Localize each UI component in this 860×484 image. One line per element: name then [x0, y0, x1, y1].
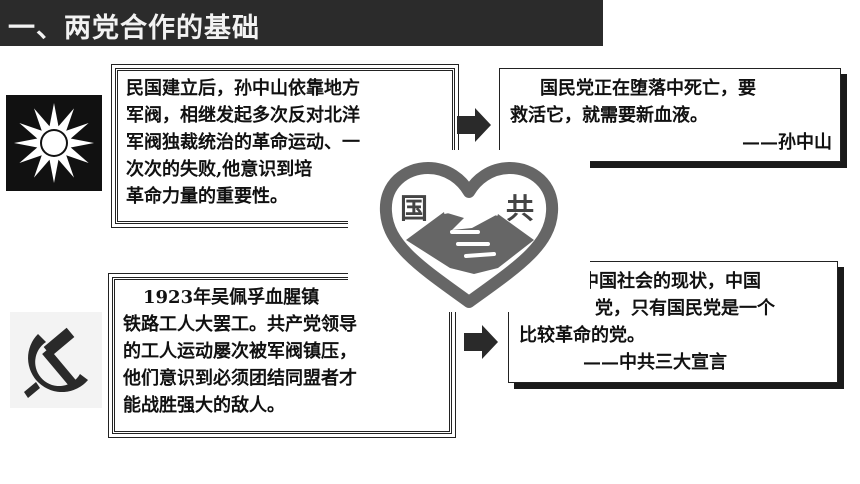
logo-char-guo: 国: [400, 192, 429, 225]
kmt-sun-emblem-icon: [6, 95, 102, 191]
kmt-quote-box: 国民党正在堕落中死亡，要 救活它，就需要新血液。 ——孙中山: [499, 68, 841, 162]
ccp-history-line: 能战胜强大的敌人。: [123, 395, 285, 416]
kmt-history-line: 军阀独裁统治的革命运动、一: [126, 132, 360, 153]
kmt-quote-line: 国民党正在堕落中死亡，要: [540, 78, 756, 99]
handshake-heart-icon: [348, 150, 590, 312]
kmt-history-line: 次次的失败,他意识到培: [126, 159, 313, 180]
ccp-history-line: 的工人运动屡次被军阀镇压，: [123, 341, 357, 362]
ccp-quote-line: 比较革命的党。: [519, 325, 645, 346]
ccp-history-line: 铁路工人大罢工。共产党领导: [123, 314, 357, 335]
ccp-history-line: 他们意识到必须团结同盟者才: [123, 368, 357, 389]
ccp-history-line: 1923年吴佩孚血腥镇: [143, 287, 320, 308]
kmt-history-line: 民国建立后，孙中山依靠地方: [126, 78, 360, 99]
kmt-quote-source: ——孙中山: [742, 132, 832, 153]
ccp-quote-box: 中国社会的现状，中国 党，只有国民党是一个 比较革命的党。 ——中共三大宣言: [508, 261, 838, 383]
ccp-hammer-sickle-emblem-icon: [10, 312, 102, 408]
ccp-quote-line: 中国社会的现状，中国: [581, 271, 761, 292]
page-title: 一、两党合作的基础: [8, 13, 260, 44]
arrow-right-icon: [464, 325, 498, 359]
kmt-quote-line: 救活它，就需要新血液。: [510, 105, 708, 126]
arrow-right-icon: [457, 108, 491, 142]
ccp-quote-source: ——中共三大宣言: [583, 352, 727, 373]
kmt-history-line: 军阀，相继发起多次反对北洋: [126, 105, 360, 126]
ccp-quote-line: 党，只有国民党是一个: [595, 298, 775, 319]
title-bar: 一、两党合作的基础: [0, 0, 603, 46]
kmt-history-line: 革命力量的重要性。: [126, 186, 288, 207]
logo-char-gong: 共: [506, 192, 535, 225]
handshake-heart-logo: 国 共: [348, 150, 590, 312]
